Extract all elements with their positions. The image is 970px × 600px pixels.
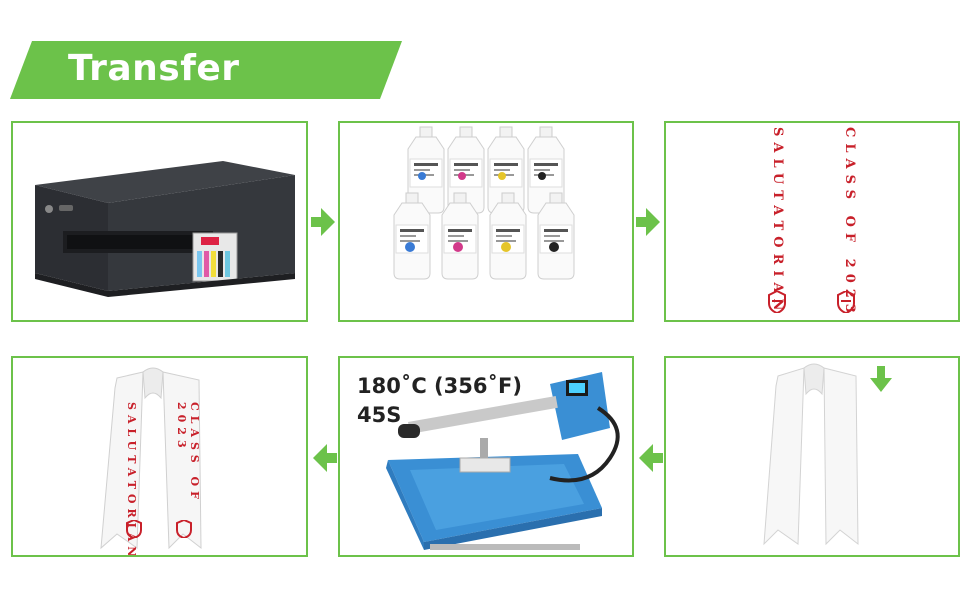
step-blank-stole-panel <box>664 356 960 557</box>
step-finished-stole-panel: SALUTATORIAN CLASS OF 2023 <box>11 356 308 557</box>
blank-stole-image <box>763 363 859 546</box>
ink-bottle-icon <box>393 126 575 280</box>
step-printer-panel <box>11 121 308 322</box>
page-title: Transfer process <box>68 48 240 129</box>
arrow-down-icon <box>870 366 892 397</box>
printer-icon <box>35 161 295 297</box>
arrow-left-1-icon <box>313 444 337 477</box>
banner-shape <box>10 41 402 99</box>
printed-right-text: CLASS OF 2023 <box>842 127 857 319</box>
stole-right-text: CLASS OF 2023 <box>175 402 201 504</box>
step-heat-press-panel: 180˚C (356˚F) 45S <box>338 356 634 557</box>
crest-icon <box>126 520 142 538</box>
crest-icon <box>768 291 786 313</box>
step-ink-panel <box>338 121 634 322</box>
crest-icon <box>176 520 192 538</box>
heat-press-temperature: 180˚C (356˚F) <box>357 374 522 398</box>
heat-press-settings: 180˚C (356˚F) 45S <box>357 372 522 430</box>
arrow-right-2-icon <box>636 208 660 241</box>
step-printed-design-panel: SALUTATORIAN CLASS OF 2023 <box>664 121 960 322</box>
heat-press-time: 45S <box>357 403 402 427</box>
title-banner: Transfer process <box>10 41 402 129</box>
heat-press-icon <box>386 372 620 550</box>
arrow-left-2-icon <box>639 444 663 477</box>
stole-left-text: SALUTATORIAN <box>125 402 138 557</box>
crest-icon <box>837 291 855 313</box>
finished-stole-image <box>100 367 202 550</box>
arrow-right-1-icon <box>311 208 335 241</box>
printed-left-text: SALUTATORIAN <box>770 127 785 317</box>
